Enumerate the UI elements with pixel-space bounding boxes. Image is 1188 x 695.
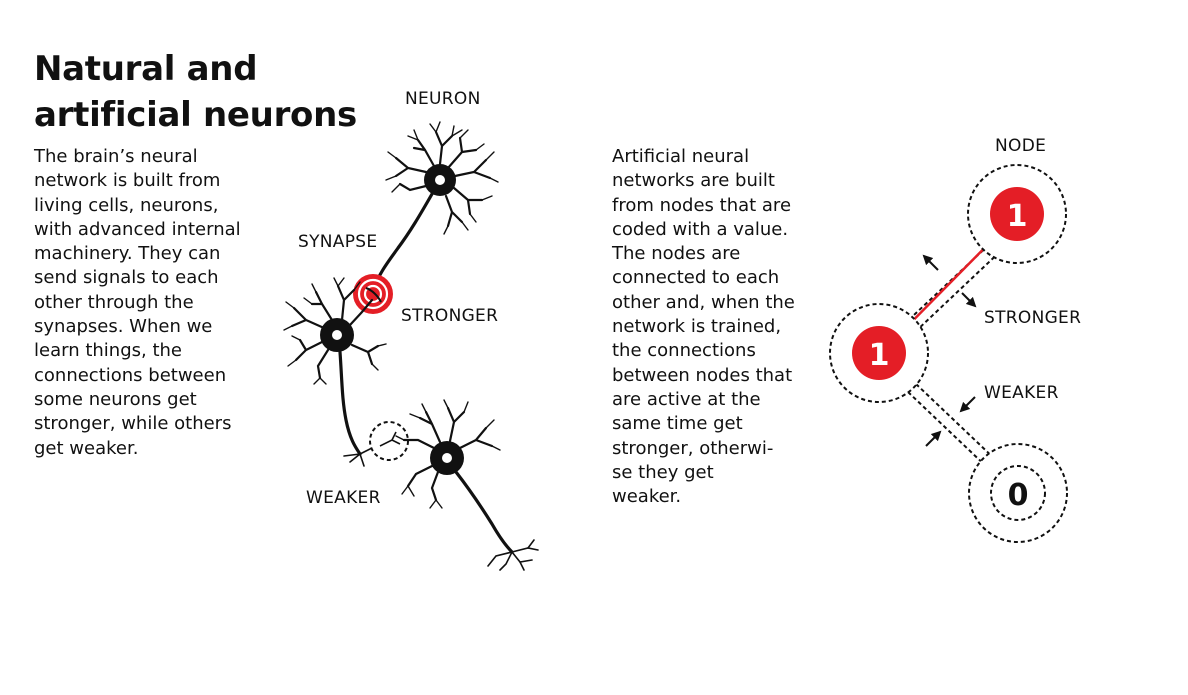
node-stronger-label: STRONGER [984,308,1082,328]
title-line-2: artificial neurons [34,95,357,135]
text-line: other through the [34,291,194,313]
arrow-up-right-icon [925,430,942,447]
arrow-up-left-icon [922,254,939,271]
text-line: stronger, while others [34,413,232,435]
text-line: between nodes that [612,364,793,386]
text-line: machinery. They can [34,243,221,265]
neuron-top-nucleus [435,175,445,185]
neuron-middle [283,277,387,467]
weak-connection [907,383,999,471]
node-value: 1 [1007,199,1028,234]
node-value: 1 [869,338,890,373]
node-label: NODE [995,136,1047,156]
text-line: same time get [612,413,743,435]
text-line: coded with a value. [612,218,789,240]
title-line-1: Natural and [34,49,258,89]
weaker-arrows [925,396,976,447]
text-line: se they get [612,461,714,483]
arrow-down-right-icon [961,292,977,308]
natural-neurons-text: The brain’s neural network is built from… [34,145,241,461]
text-line: stronger, otherwi- [612,437,774,459]
text-line: get weaker. [34,437,139,459]
text-line: network is built from [34,170,221,192]
arrow-down-left-icon [959,396,976,413]
node-bottom: 0 [968,443,1068,543]
neuron-label: NEURON [405,89,481,109]
text-line: are active at the [612,388,761,410]
text-line: The brain’s neural [34,146,198,167]
neuron-bottom-nucleus [442,453,452,463]
text-line: Artificial neural [612,146,750,167]
page-title: Natural and artificial neurons [34,46,357,138]
node-weaker-label: WEAKER [984,383,1059,403]
strong-synapse-marker [353,274,393,314]
text-line: from nodes that are [612,194,792,216]
neuron-middle-nucleus [332,330,342,340]
text-line: weaker. [612,486,682,508]
node-top: 1 [967,164,1067,264]
text-line: synapses. When we [34,316,213,338]
node-value: 0 [1008,478,1029,513]
neuron-stronger-label: STRONGER [401,306,499,326]
neuron-weaker-label: WEAKER [306,488,381,508]
text-line: The nodes are [612,243,741,265]
text-line: connections between [34,364,227,386]
stronger-arrows [922,254,977,308]
neuron-top [372,121,499,290]
text-line: other and, when the [612,291,795,313]
weak-synapse-marker [369,421,409,461]
neuron-bottom [395,399,539,571]
neuron-top-dendrites [394,130,492,228]
text-line: send signals to each [34,267,219,289]
artificial-neurons-text: Artificial neural networks are built fro… [612,145,795,509]
text-line: learn things, the [34,340,182,362]
synapse-label: SYNAPSE [298,232,378,252]
text-line: some neurons get [34,388,197,410]
text-line: connected to each [612,267,780,289]
node-middle: 1 [829,303,929,403]
text-line: networks are built [612,170,775,192]
text-line: living cells, neurons, [34,194,219,216]
text-line: network is trained, [612,316,782,338]
text-line: with advanced internal [34,218,241,240]
text-line: the connections [612,340,756,362]
